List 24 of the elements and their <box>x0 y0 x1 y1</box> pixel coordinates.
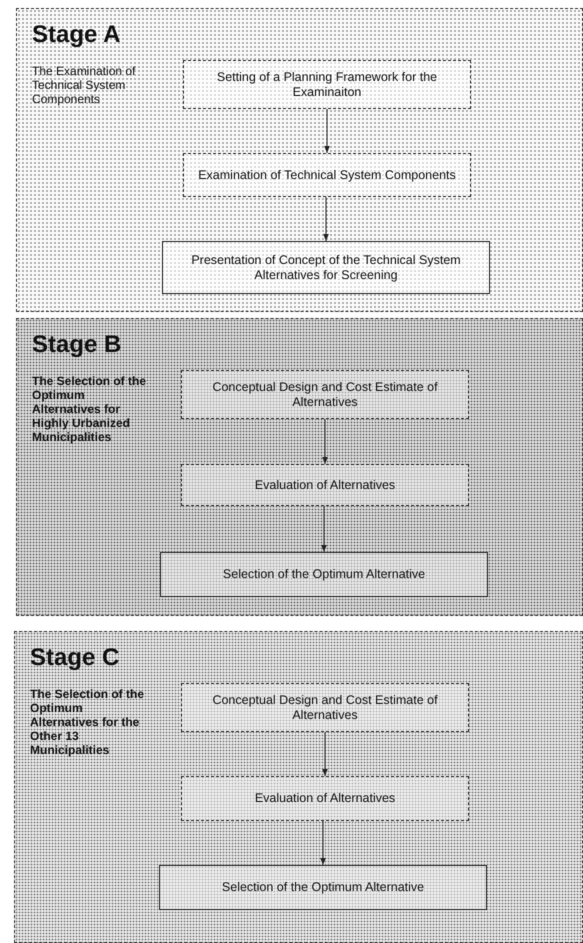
process-box: Examination of Technical System Components <box>183 153 471 197</box>
stage-panel <box>16 318 583 616</box>
process-box: Conceptual Design and Cost Estimate of Alternatives <box>181 683 469 732</box>
stage-description: The Examination of Technical System Components <box>32 64 136 106</box>
process-box: Setting of a Planning Framework for the Examinaiton <box>183 60 471 109</box>
arrow <box>320 820 326 866</box>
process-box: Selection of the Optimum Alternative <box>160 552 488 597</box>
arrow <box>322 418 328 464</box>
stage-description: The Selection of the Optimum Alternatives for the Other 13 Municipalities <box>30 687 145 757</box>
stage-panel <box>16 8 583 312</box>
arrow <box>321 506 327 552</box>
process-box: Evaluation of Alternatives <box>181 464 469 506</box>
process-box: Evaluation of Alternatives <box>181 776 469 821</box>
arrow <box>323 196 329 242</box>
process-box: Presentation of Concept of the Technical System Alternatives for Screening <box>162 241 490 294</box>
process-box: Selection of the Optimum Alternative <box>159 865 487 910</box>
stage-heading: Stage C <box>30 644 120 672</box>
stage-panel <box>14 631 583 943</box>
stage-heading: Stage A <box>32 21 120 49</box>
stage-description: The Selection of the Optimum Alternatives for Highly Urbanized Municipalities <box>32 374 147 444</box>
arrow <box>322 732 328 776</box>
stage-heading: Stage B <box>32 331 122 359</box>
arrow <box>324 108 330 154</box>
process-box: Conceptual Design and Cost Estimate of Alternatives <box>181 370 469 419</box>
